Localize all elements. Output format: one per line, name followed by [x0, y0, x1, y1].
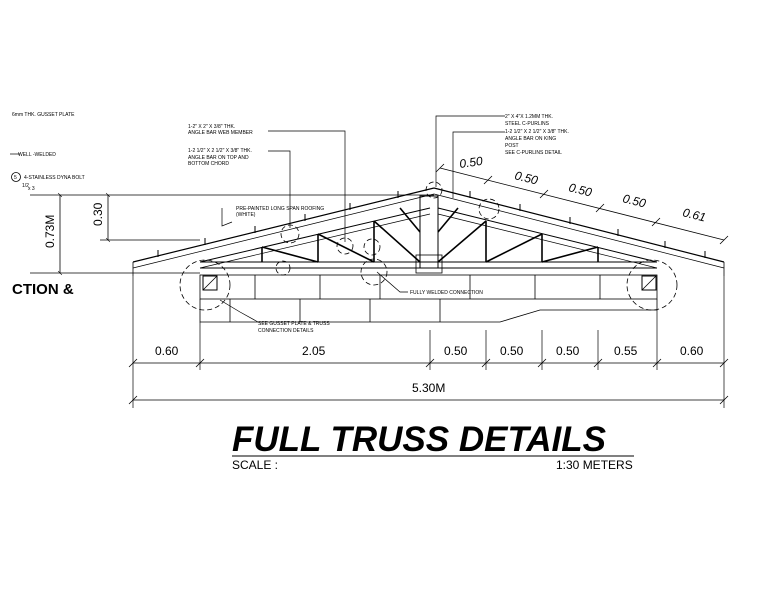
truss-structure [132, 181, 725, 323]
top-chord-right [437, 207, 658, 263]
dim-slope-4: 0.50 [621, 191, 647, 210]
leader-lines [10, 115, 505, 323]
purlins [157, 191, 706, 258]
title-block: FULL TRUSS DETAILS SCALE : 1:30 METERS [232, 420, 634, 472]
dim-bottom-1: 0.60 [155, 344, 179, 358]
bearing-left-hatch [202, 275, 218, 291]
dim-bottom-6: 0.55 [614, 344, 638, 358]
king-post-gusset [415, 254, 443, 274]
bottom-dimensions: 0.60 2.05 0.50 0.50 0.50 0.55 0.60 5.30M [128, 276, 729, 408]
dim-slope-1: 0.50 [458, 154, 483, 171]
note-gusset-plate: 6mm THK. GUSSET PLATE [12, 112, 75, 118]
dim-bottom-2: 2.05 [302, 344, 326, 358]
dim-height-heel: 0.30 [91, 202, 105, 226]
note-king-post-4: SEE C-PURLINS DETAIL [505, 150, 562, 156]
note-fully-welded: FULLY WELDED CONNECTION [410, 290, 483, 296]
note-web-member-2: ANGLE BAR WEB MEMBER [188, 130, 253, 136]
roof-sheet-left-inner [132, 193, 435, 269]
ring-beam [199, 274, 658, 323]
note-king-post-2: ANGLE BAR ON KING [505, 136, 556, 142]
annotations: 6mm THK. GUSSET PLATE WELL -WELDED 5 4-S… [11, 112, 569, 334]
note-dyna-bolt: 4-STAINLESS DYNA BOLT [24, 175, 85, 181]
note-see-gusset-2: CONNECTION DETAILS [258, 328, 314, 334]
dim-overall: 5.30M [412, 381, 445, 395]
roof-sheet-left [132, 187, 435, 263]
scale-label: SCALE : [232, 458, 278, 472]
note-roofing-2: (WHITE) [236, 212, 256, 218]
dim-slope-5: 0.61 [681, 205, 707, 224]
drawing-title: FULL TRUSS DETAILS [232, 420, 606, 459]
note-chord-2: ANGLE BAR ON TOP AND [188, 155, 249, 161]
note-purlins-1: 2" X 4"X 1.2MM THK. [505, 114, 553, 120]
slope-dim-line [439, 167, 725, 241]
note-chord-3: BOTTOM CHORD [188, 161, 229, 167]
note-king-post-1: 1-2 1/2" X 2 1/2" X 3/8" THK. [505, 129, 569, 135]
note-well-welded: WELL -WELDED [18, 152, 56, 158]
note-roofing-1: PRE-PAINTED LONG SPAN ROOFING [236, 206, 324, 212]
web-members [261, 207, 599, 263]
callout-number: 5 [14, 175, 17, 181]
dim-bottom-7: 0.60 [680, 344, 704, 358]
slope-dimensions: 0.50 0.50 0.50 0.50 0.61 [435, 154, 729, 245]
note-web-member-1: 1-2" X 2" X 3/8" THK. [188, 124, 235, 130]
dim-height-total: 0.73M [43, 215, 57, 248]
scale-value: 1:30 METERS [556, 458, 633, 472]
bearing-right-hatch [641, 275, 657, 291]
note-purlins-2: STEEL C-PURLINS [505, 121, 550, 127]
top-chord-left [199, 207, 431, 263]
bearing-right [641, 275, 657, 291]
dim-bottom-3: 0.50 [444, 344, 468, 358]
note-king-post-3: POST [505, 143, 519, 149]
dim-bottom-4: 0.50 [500, 344, 524, 358]
callout-marker [11, 172, 21, 182]
section-label: CTION & [12, 281, 74, 298]
note-dyna-bolt-fraction: 1/2 [22, 183, 29, 189]
king-post [419, 195, 439, 269]
note-see-gusset-1: SEE GUSSET PLATE & TRUSS [258, 321, 330, 327]
dim-slope-3: 0.50 [567, 180, 593, 199]
roof-sheet-right [433, 187, 725, 263]
detail-circles [179, 181, 678, 311]
bearing-left [202, 275, 218, 291]
dim-slope-2: 0.50 [513, 168, 539, 187]
top-chord-left-inner [199, 213, 431, 269]
top-chord-right-inner [437, 213, 658, 269]
note-dyna-bolt-size: x 3 [28, 186, 35, 192]
note-chord-1: 1-2 1/2" X 2 1/2" X 3/8" THK. [188, 148, 252, 154]
roof-sheet-right-inner [433, 193, 725, 269]
dim-bottom-5: 0.50 [556, 344, 580, 358]
vertical-dimensions: 0.73M 0.30 [30, 192, 434, 276]
